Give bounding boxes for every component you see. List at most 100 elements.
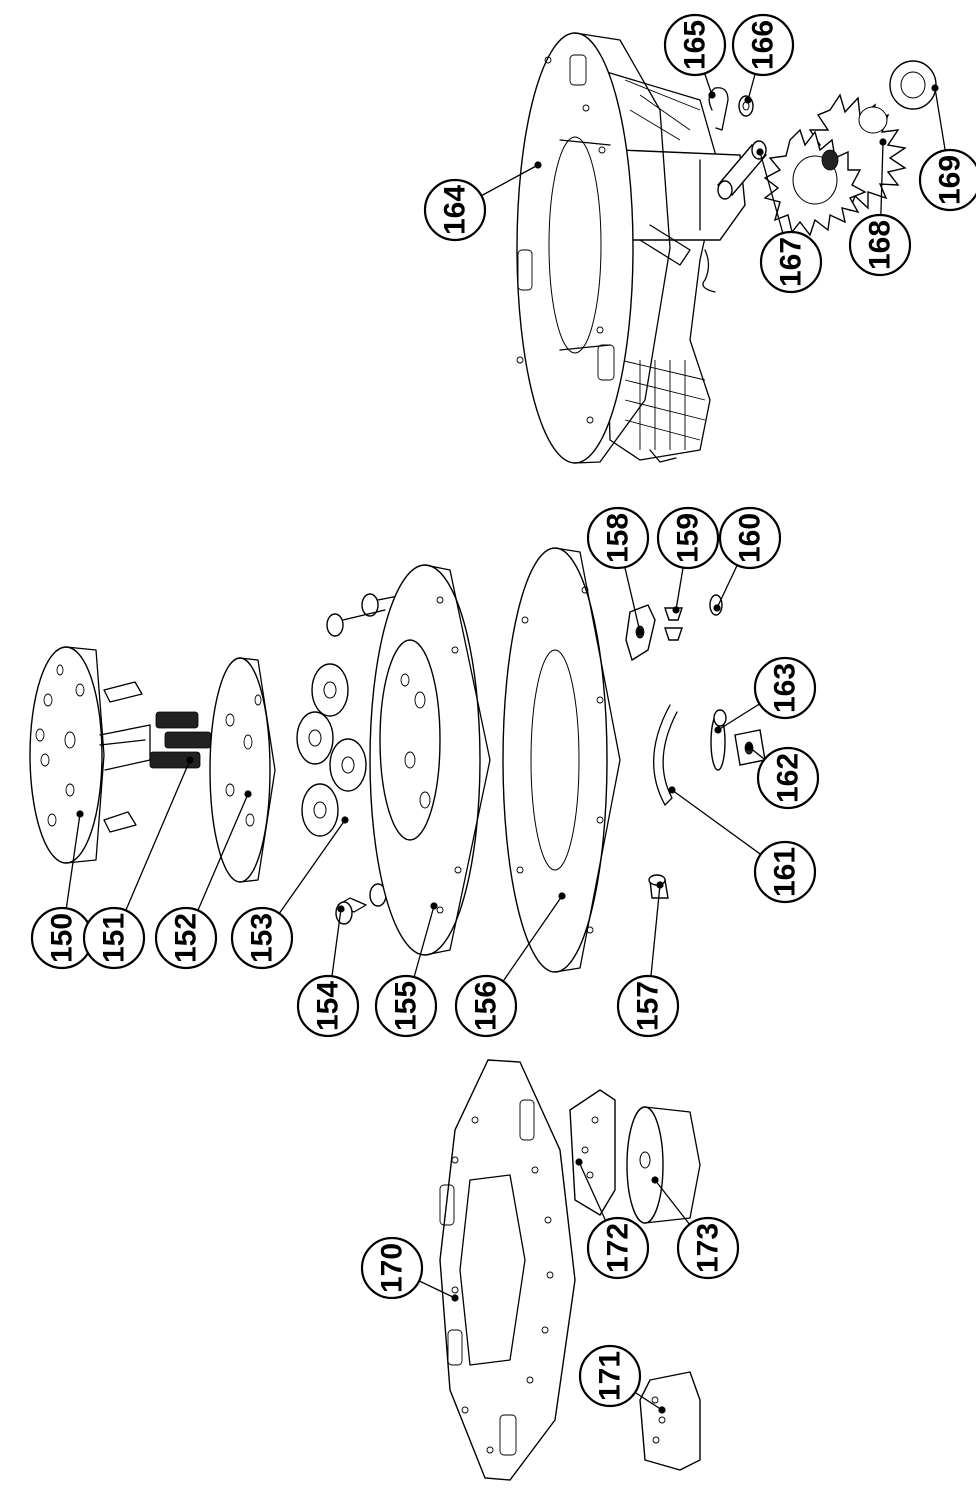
callout-bubble (296, 974, 360, 1038)
callout-label: 165 (679, 20, 712, 70)
leader-dot (668, 786, 676, 794)
callout-bubble (718, 506, 782, 570)
part-173-roller-hub (626, 1106, 701, 1224)
part-152-disc (209, 657, 276, 883)
leader-dot (341, 816, 349, 824)
callout-label: 161 (769, 847, 802, 897)
callout-157: 157 (616, 881, 680, 1038)
callout-label: 167 (775, 237, 808, 287)
callout-bubble (731, 13, 795, 77)
callout-bubble (154, 906, 218, 970)
callout-bubble (454, 974, 518, 1038)
part-159-bolts (664, 607, 683, 641)
callout-161: 161 (668, 786, 817, 904)
callout-label: 152 (170, 913, 203, 963)
callout-label: 171 (594, 1351, 627, 1401)
callout-label: 162 (772, 753, 805, 803)
callout-171: 171 (578, 1344, 666, 1414)
callout-166: 166 (731, 13, 795, 104)
callout-bubble (676, 1216, 740, 1280)
callout-170: 170 (360, 1236, 459, 1302)
part-168-cutter-wheels (763, 93, 907, 237)
part-150-hub (29, 646, 151, 864)
callout-label: 155 (390, 981, 423, 1031)
callout-bubble (230, 906, 294, 970)
callout-bubble (82, 906, 146, 970)
callout-154: 154 (296, 905, 360, 1038)
leader-dot (558, 892, 566, 900)
callout-bubble (374, 974, 438, 1038)
part-155-flange (369, 564, 491, 956)
callout-label: 170 (376, 1243, 409, 1293)
callout-172: 172 (575, 1158, 650, 1280)
leader-dot (931, 84, 939, 92)
callout-label: 156 (470, 981, 503, 1031)
callout-158: 158 (586, 506, 650, 636)
callout-167: 167 (756, 148, 823, 294)
part-170-adapter-plate (439, 1059, 576, 1481)
callout-label: 163 (769, 663, 802, 713)
callout-152: 152 (154, 790, 252, 970)
callout-150: 150 (30, 810, 94, 970)
callout-153: 153 (230, 816, 349, 970)
leader-dot (76, 810, 84, 818)
callout-bubble (663, 13, 727, 77)
callout-bubble (753, 656, 817, 720)
callout-bubble (753, 840, 817, 904)
callout-bubble (578, 1344, 642, 1408)
leader-dot (337, 905, 345, 913)
callout-162: 162 (745, 743, 820, 810)
part-172-segment-plate (569, 1089, 616, 1216)
callout-label: 151 (98, 913, 131, 963)
callout-164: 164 (423, 161, 542, 242)
callout-163: 163 (714, 656, 817, 734)
callout-bubble (586, 1216, 650, 1280)
leader-line (113, 759, 191, 939)
callout-169: 169 (918, 84, 976, 212)
callout-173: 173 (651, 1176, 740, 1280)
callout-label: 172 (602, 1223, 635, 1273)
callout-165: 165 (663, 13, 727, 99)
callout-bubble (423, 178, 487, 242)
leader-dot (713, 604, 721, 612)
part-163-washer (710, 709, 727, 771)
callout-bubble (756, 746, 820, 810)
leader-dot (244, 790, 252, 798)
callout-label: 157 (632, 981, 665, 1031)
callout-label: 150 (46, 913, 79, 963)
callout-bubble (616, 974, 680, 1038)
leader-dot (651, 1176, 659, 1184)
callout-bubble (918, 148, 976, 212)
callout-label: 164 (439, 185, 472, 235)
part-171-wedge-block (639, 1371, 701, 1471)
leader-dot (636, 628, 644, 636)
part-156-ring-plate (502, 547, 621, 973)
leader-dot (534, 161, 542, 169)
callout-160: 160 (713, 506, 782, 612)
callout-label: 173 (692, 1223, 725, 1273)
callout-label: 153 (246, 913, 279, 963)
leader-dot (656, 881, 664, 889)
leader-dot (744, 96, 752, 104)
callout-bubble (848, 213, 912, 277)
leader-dot (186, 756, 194, 764)
callout-168: 168 (848, 138, 912, 277)
callout-159: 159 (656, 506, 720, 614)
callout-156: 156 (454, 892, 566, 1038)
leader-dot (745, 743, 753, 751)
leader-dot (672, 606, 680, 614)
callout-label: 158 (602, 513, 635, 563)
callout-label: 154 (312, 981, 345, 1031)
leader-dot (430, 902, 438, 910)
callout-label: 159 (672, 513, 705, 563)
callout-155: 155 (374, 902, 438, 1038)
part-154-cap-screws (326, 593, 399, 925)
leader-dot (879, 138, 887, 146)
callout-bubble (759, 230, 823, 294)
part-164-mounting-ring-assembly (516, 32, 746, 464)
part-165-clip (708, 87, 729, 131)
callout-bubble (360, 1236, 424, 1300)
leader-dot (575, 1158, 583, 1166)
leader-dot (708, 91, 716, 99)
